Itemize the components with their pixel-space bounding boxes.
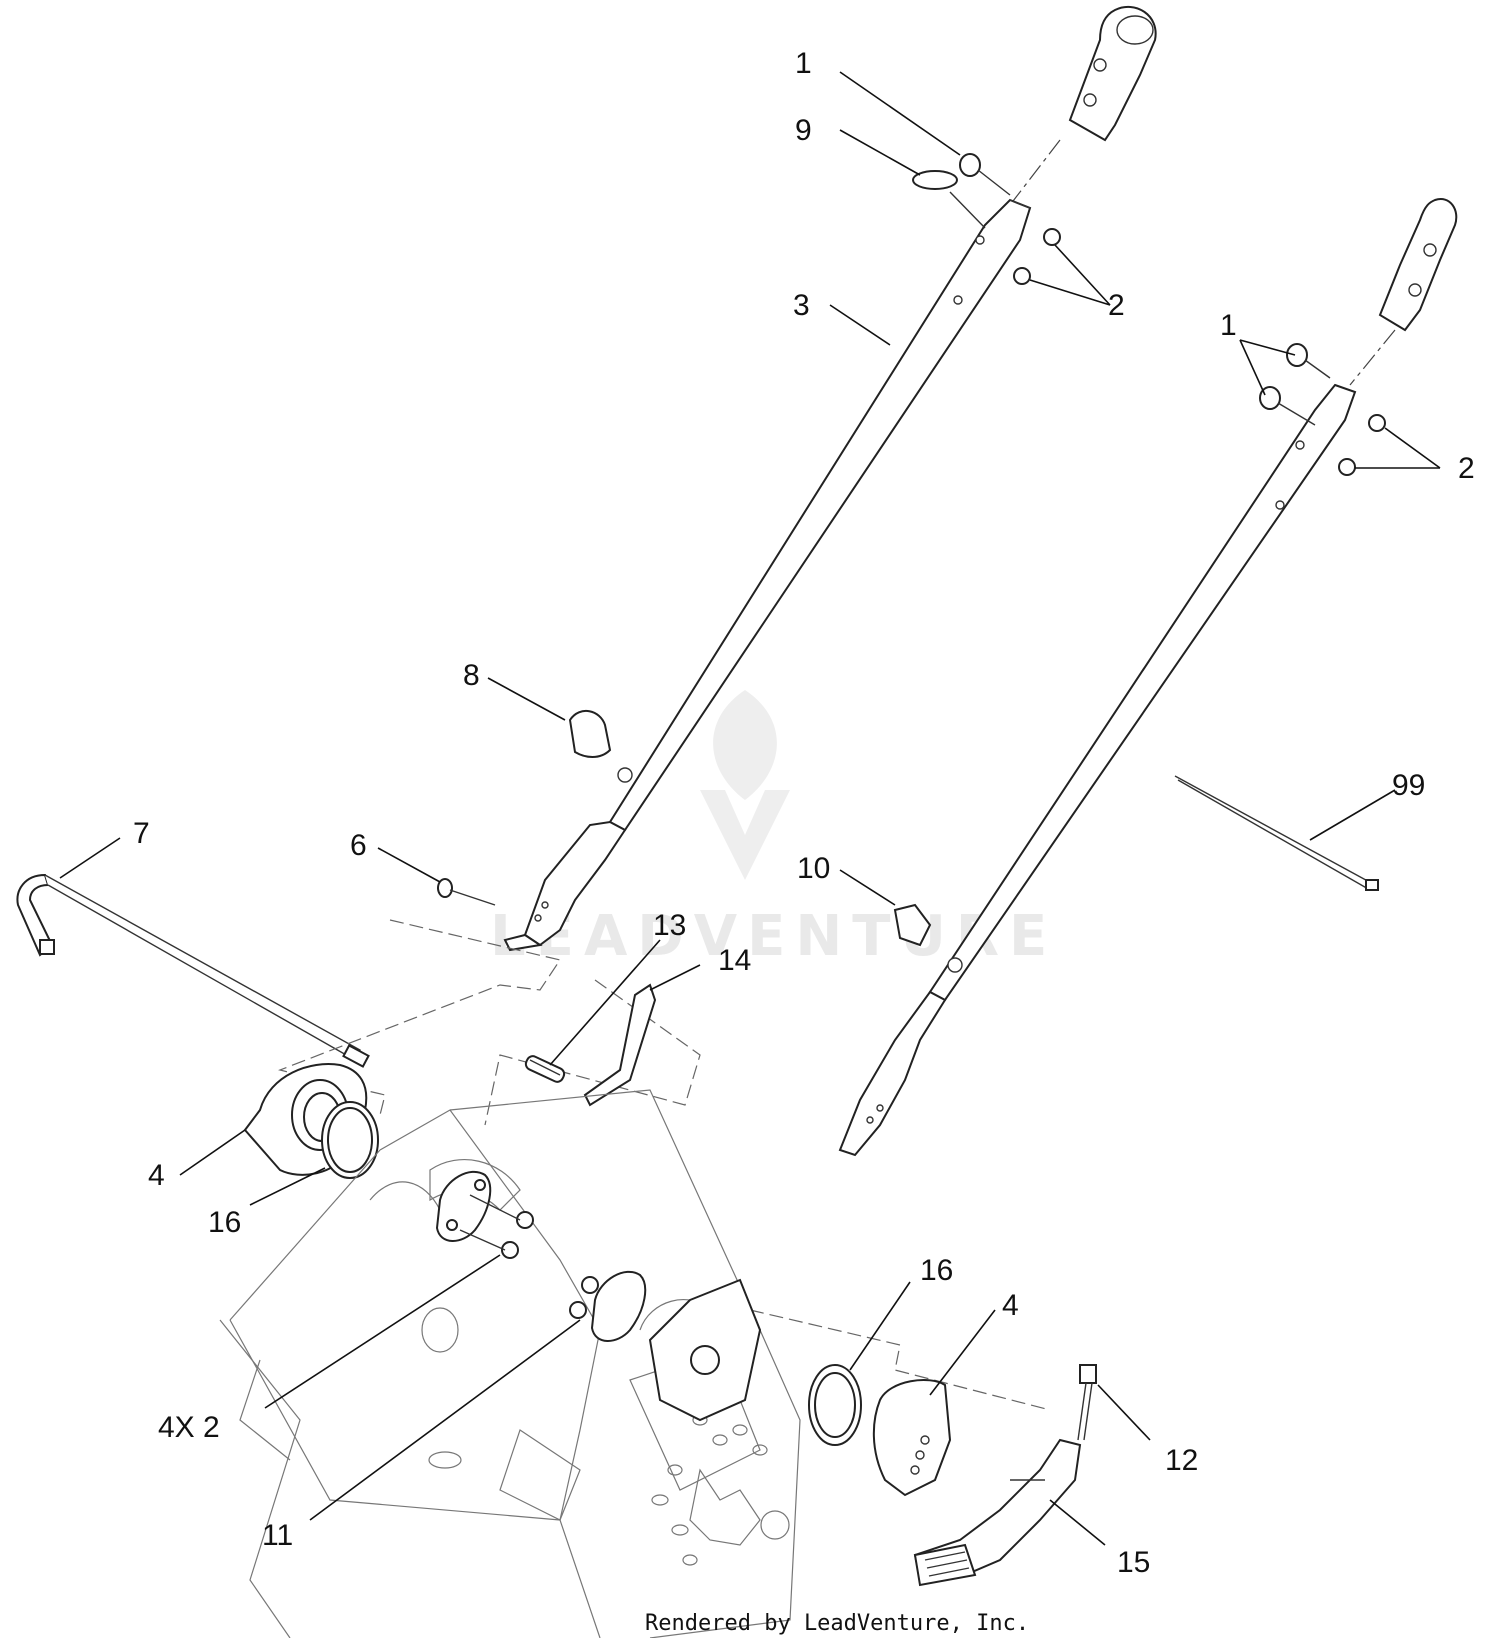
callout-9: 9 [795, 114, 812, 147]
rod-part [16, 873, 370, 1068]
callout-7: 7 [133, 817, 150, 850]
callout-4-left: 4 [148, 1159, 165, 1192]
right-bearing-housing [872, 1379, 952, 1497]
spring-part [524, 1055, 566, 1083]
pedal-part [913, 1438, 1082, 1587]
right-ring [808, 1364, 862, 1446]
callout-13: 13 [653, 909, 686, 942]
knob-part [568, 710, 612, 758]
callout-4x2: 4X 2 [158, 1411, 220, 1444]
callout-4-right: 4 [1002, 1289, 1019, 1322]
callout-15: 15 [1117, 1546, 1150, 1579]
render-credit: Rendered by LeadVenture, Inc. [645, 1611, 1029, 1636]
callout-11: 11 [262, 1519, 293, 1552]
right-handle-assembly [838, 198, 1458, 1157]
callout-3: 3 [793, 289, 810, 322]
callout-99: 99 [1392, 769, 1425, 802]
cable-tie-part [1174, 775, 1379, 891]
callout-16-left: 16 [208, 1206, 241, 1239]
bracket-part [583, 983, 657, 1107]
clip-part [893, 903, 932, 947]
left-handle-assembly [503, 5, 1157, 952]
callout-16-right: 16 [920, 1254, 953, 1287]
callout-6: 6 [350, 829, 367, 862]
callout-2-right: 2 [1458, 452, 1475, 485]
callout-14: 14 [718, 944, 751, 977]
leader-lines [59, 71, 1441, 1546]
shaft-plates [435, 1170, 647, 1342]
callout-2-top: 2 [1108, 289, 1125, 322]
left-handle-tube [608, 198, 1032, 832]
callout-8: 8 [463, 659, 480, 692]
callout-1-top: 1 [795, 47, 812, 80]
callout-10: 10 [797, 852, 830, 885]
right-handle-tube [928, 383, 1357, 1002]
flame-logo [700, 690, 790, 880]
left-ring [321, 1101, 379, 1179]
pedal-bolt [1077, 1364, 1097, 1441]
callout-numbers: 1 9 2 3 1 2 8 99 7 6 10 13 14 4 16 16 4 … [133, 47, 1475, 1579]
right-handle-grip [1378, 198, 1458, 332]
callout-1-right: 1 [1220, 309, 1237, 342]
pin-part [437, 878, 496, 906]
callout-12: 12 [1165, 1444, 1198, 1477]
